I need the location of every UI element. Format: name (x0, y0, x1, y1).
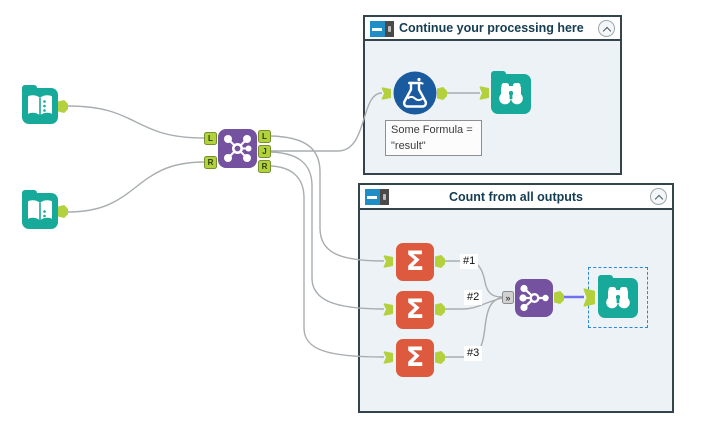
container-title: Continue your processing here (399, 21, 584, 35)
input-anchor[interactable] (479, 86, 489, 100)
join-output-anchor-R[interactable]: R (258, 160, 271, 173)
connection-label-2: #2 (464, 290, 483, 305)
container-title: Count from all outputs (448, 189, 583, 204)
output-anchor[interactable] (435, 255, 445, 268)
input-data-icon (28, 95, 52, 116)
input-data-tool-2[interactable] (22, 190, 58, 229)
collapse-button[interactable] (598, 20, 615, 37)
connection-wire[interactable] (271, 92, 383, 152)
union-tool[interactable] (515, 279, 553, 317)
browse-binoculars-icon (499, 83, 523, 105)
input-data-tool-1[interactable] (22, 85, 58, 124)
browse-binoculars-icon (606, 287, 630, 309)
join-output-anchor-L[interactable]: L (258, 130, 271, 143)
annotation-line: Some Formula = (391, 124, 473, 136)
collapse-button[interactable] (650, 188, 667, 205)
output-anchor[interactable] (58, 100, 68, 113)
connection-wire[interactable] (270, 135, 385, 262)
sigma-icon: Σ (405, 245, 425, 277)
browse-tool-2[interactable] (598, 275, 638, 318)
container-enable-toggle-icon[interactable] (370, 21, 394, 37)
connection-wire[interactable] (67, 105, 205, 139)
summarize-tool-1[interactable]: Σ (396, 243, 434, 281)
output-anchor[interactable] (435, 303, 445, 316)
join-tool[interactable] (218, 129, 257, 168)
join-input-anchor-L[interactable]: L (204, 132, 217, 145)
container-header[interactable]: Count from all outputs (360, 185, 672, 210)
union-input-anchor[interactable]: » (502, 291, 514, 304)
input-anchor[interactable] (383, 303, 393, 316)
join-input-anchor-R[interactable]: R (204, 156, 217, 169)
input-anchor[interactable] (381, 87, 391, 100)
connection-wire[interactable] (67, 161, 205, 213)
annotation-line: "result" (391, 139, 426, 152)
connection-wire[interactable] (270, 165, 385, 358)
formula-annotation[interactable]: Some Formula = "result" (385, 120, 482, 156)
sigma-icon: Σ (405, 293, 425, 325)
connection-label-3: #3 (464, 346, 483, 361)
summarize-tool-2[interactable]: Σ (396, 291, 434, 329)
connection-label-1: #1 (460, 254, 479, 269)
input-anchor[interactable] (383, 255, 393, 268)
union-icon (519, 284, 549, 312)
output-anchor[interactable] (554, 291, 564, 304)
container-header[interactable]: Continue your processing here (365, 17, 620, 41)
output-anchor[interactable] (437, 87, 447, 100)
formula-tool[interactable] (393, 71, 437, 115)
connection-wire[interactable] (270, 151, 385, 310)
summarize-tool-3[interactable]: Σ (396, 339, 434, 377)
formula-flask-icon (393, 71, 437, 115)
input-data-icon (28, 200, 52, 222)
container-enable-toggle-icon[interactable] (365, 189, 389, 205)
input-anchor[interactable] (583, 288, 595, 307)
browse-tool-1[interactable] (491, 71, 531, 114)
output-anchor[interactable] (435, 351, 445, 364)
join-output-anchor-J[interactable]: J (258, 145, 271, 158)
output-anchor[interactable] (58, 205, 68, 218)
join-icon (224, 135, 252, 162)
input-anchor[interactable] (383, 351, 393, 364)
sigma-icon: Σ (405, 341, 425, 373)
